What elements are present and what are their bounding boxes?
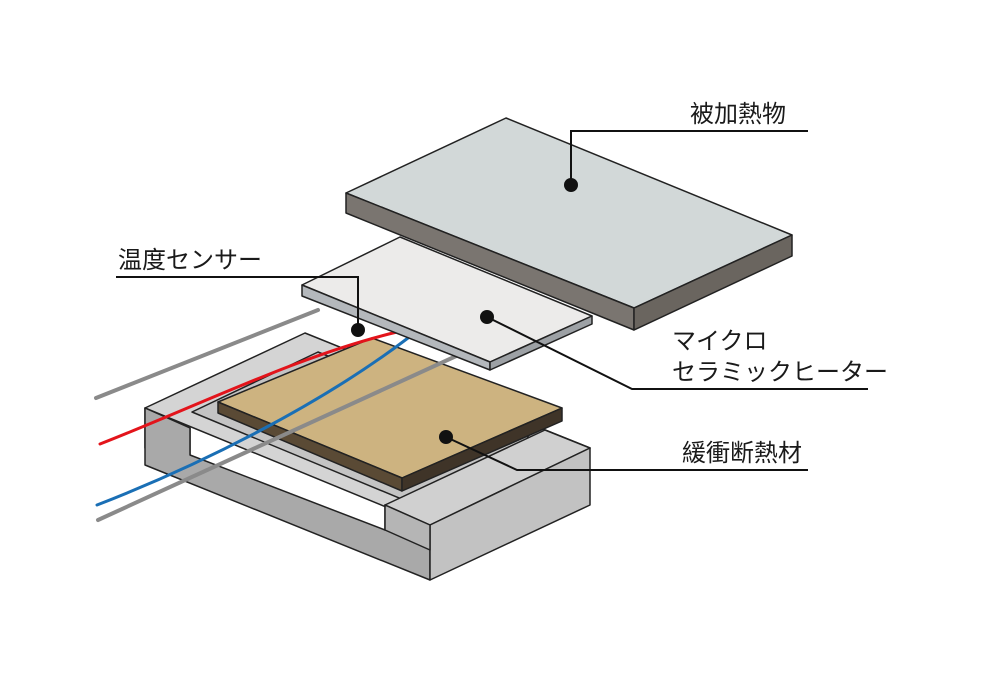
- label-temperature-sensor: 温度センサー: [118, 246, 262, 274]
- heated-object-side: [633, 234, 793, 331]
- label-heated-object: 被加熱物: [690, 100, 786, 128]
- leader-temperature-sensor: [116, 276, 359, 328]
- label-heater-line2: セラミックヒーター: [672, 358, 888, 386]
- leader-insulation: [445, 436, 808, 471]
- base-front-right-face: [429, 447, 591, 581]
- wire-red: [98, 330, 399, 446]
- label-heater-line1: マイクロ: [672, 327, 768, 355]
- dot-insulation: [439, 430, 453, 444]
- dot-temperature-sensor: [351, 323, 365, 337]
- label-buffer-insulation: 緩衝断熱材: [682, 439, 802, 467]
- insulation-side: [401, 407, 563, 492]
- leader-heated-object: [570, 130, 808, 185]
- wire-gray-top: [94, 308, 320, 400]
- leader-dots: [351, 178, 578, 444]
- leader-lines: [116, 130, 868, 471]
- buffer-insulation: [217, 337, 563, 492]
- dot-heater: [480, 310, 494, 324]
- leader-heater: [486, 316, 868, 390]
- wire-gray-bottom: [96, 350, 467, 522]
- dot-heated-object: [564, 178, 578, 192]
- heated-object: [345, 117, 793, 331]
- base-inner-step: [384, 504, 431, 551]
- wires: [94, 308, 467, 522]
- wire-blue: [95, 336, 410, 507]
